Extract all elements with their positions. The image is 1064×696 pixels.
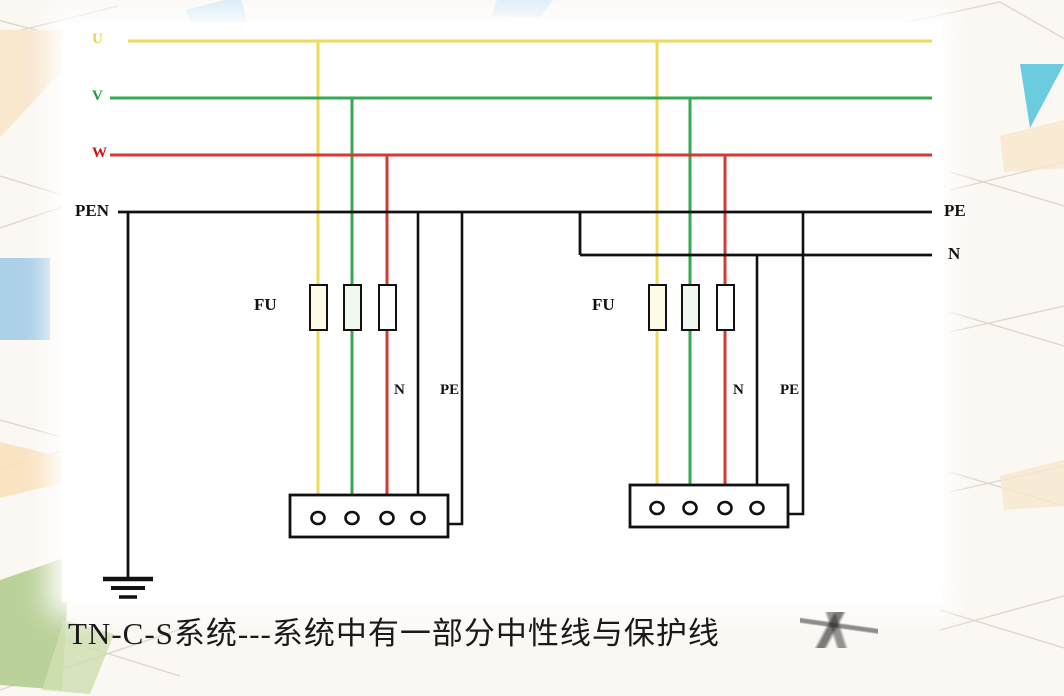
- socket-left: [288, 493, 450, 539]
- label-pe-right: PE: [944, 201, 966, 220]
- label-phase-u: U: [92, 31, 103, 47]
- drop-pe-right: [789, 212, 805, 516]
- socket-right: [628, 483, 790, 529]
- drop-pe-left: [448, 212, 464, 526]
- label-n-right: N: [948, 244, 961, 263]
- label-n-drop-right: N: [733, 382, 744, 398]
- label-pe-drop-right: PE: [780, 382, 800, 398]
- fuse-right-u: [648, 284, 667, 331]
- diagram-caption: TN-C-S系统---系统中有一部分中性线与保护线: [68, 616, 720, 651]
- label-fuse-right: FU: [592, 295, 615, 314]
- fuse-left-w: [378, 284, 397, 331]
- label-fuse-left: FU: [254, 295, 277, 314]
- label-phase-w: W: [92, 145, 107, 161]
- label-pe-drop-left: PE: [440, 382, 460, 398]
- fuse-left-v: [343, 284, 362, 331]
- label-pen: PEN: [75, 201, 109, 220]
- fuse-right-v: [681, 284, 700, 331]
- fuse-left-u: [309, 284, 328, 331]
- earth-ground-icon: [103, 576, 153, 599]
- fuse-right-w: [716, 284, 735, 331]
- label-n-drop-left: N: [394, 382, 405, 398]
- diagram-panel: [62, 22, 942, 602]
- label-phase-v: V: [92, 88, 103, 104]
